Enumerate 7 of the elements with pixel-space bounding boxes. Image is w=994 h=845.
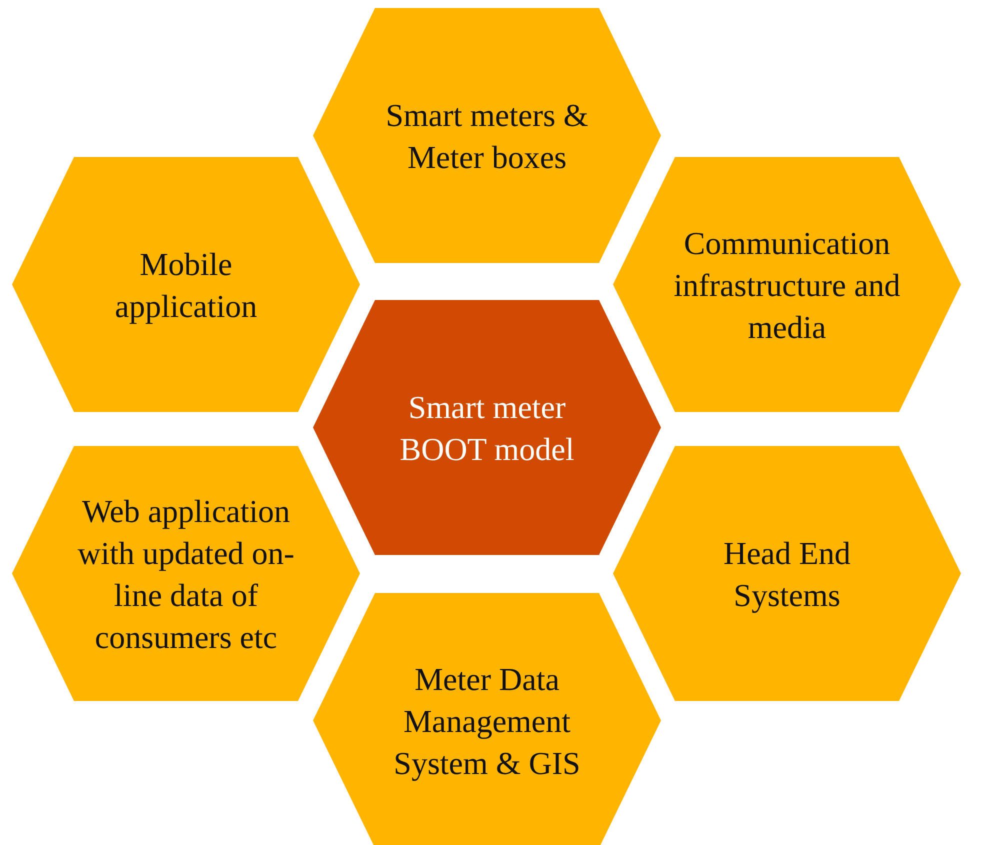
hexagon-text: Web application with updated on-line data of consumers etc: [76, 492, 296, 656]
hexagon-text: Head End Systems: [722, 534, 852, 615]
hexagon-text: Mobile application: [114, 244, 258, 326]
hexagon-text: Meter Data Management System & GIS: [392, 660, 582, 783]
hexagon-text: Smart meters & Meter boxes: [384, 96, 590, 176]
hexagon-text: Communication infrastructure and media: [673, 224, 901, 346]
hexagon-text: Smart meter BOOT model: [398, 388, 576, 468]
